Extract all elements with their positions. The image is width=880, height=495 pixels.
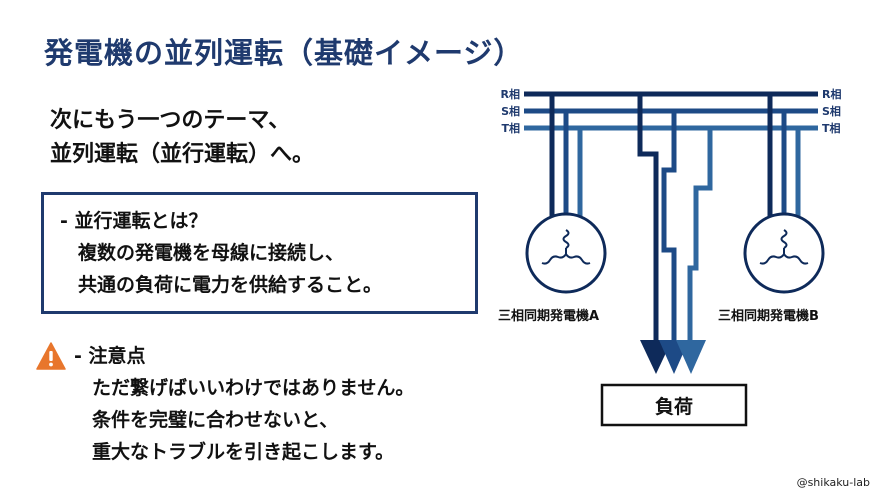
credit-text: @shikaku-lab [796, 476, 870, 489]
load-feeders [637, 94, 713, 346]
generator-b [743, 212, 825, 294]
generator-b-label: 三相同期発電機B [718, 308, 819, 324]
caution-heading: - 注意点 [74, 345, 146, 367]
phase-label-left-s: S相 [501, 104, 520, 118]
caution-line-2: 条件を完璧に合わせないと、 [92, 409, 339, 431]
caution-line-1: ただ繋げばいいわけではありません。 [92, 377, 415, 399]
phase-label-right-s: S相 [822, 104, 841, 118]
definition-box: - 並行運転とは？ 複数の発電機を母線に接続し、 共通の負荷に電力を供給すること… [41, 192, 478, 314]
warning-icon [36, 342, 66, 370]
generator-a [525, 212, 607, 294]
load-arrows [640, 340, 706, 374]
generator-b-leads [767, 94, 801, 230]
definition-heading: - 並行運転とは？ [60, 210, 208, 232]
page-title: 発電機の並列運転（基礎イメージ） [44, 36, 524, 70]
generator-a-label: 三相同期発電機A [498, 308, 599, 324]
parallel-operation-diagram: R相 S相 T相 R相 S相 T相 [498, 87, 841, 427]
phase-label-right-t: T相 [822, 121, 841, 135]
load-label: 負荷 [655, 395, 693, 418]
load-box: 負荷 [600, 383, 748, 427]
caution-section: - 注意点 ただ繋げばいいわけではありません。 条件を完璧に合わせないと、 重大… [36, 340, 414, 468]
definition-line-2: 共通の負荷に電力を供給すること。 [78, 274, 383, 296]
generator-a-leads [549, 94, 583, 230]
arrow-t [676, 340, 706, 374]
intro-text: 次にもう一つのテーマ、 並列運転（並行運転）へ。 [50, 104, 314, 172]
definition-line-1: 複数の発電機を母線に接続し、 [78, 242, 345, 264]
phase-label-left-t: T相 [501, 121, 520, 135]
phase-label-left-r: R相 [501, 87, 520, 101]
phase-label-right-r: R相 [822, 87, 841, 101]
caution-line-3: 重大なトラブルを引き起こします。 [92, 441, 395, 463]
intro-line-1: 次にもう一つのテーマ、 [50, 108, 291, 133]
intro-line-2: 並列運転（並行運転）へ。 [50, 142, 315, 167]
